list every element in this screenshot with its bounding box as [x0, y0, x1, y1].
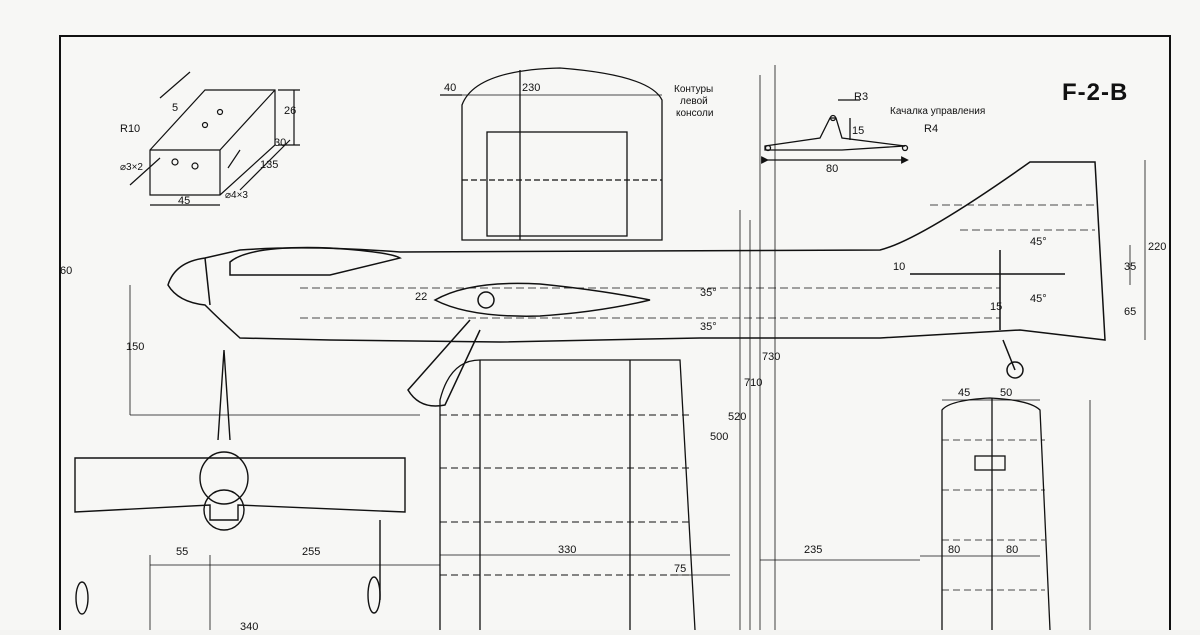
- bellcrank-lever: [761, 99, 909, 164]
- label-bellcrank: Качалка управления: [890, 106, 985, 117]
- dim-55: 55: [176, 546, 188, 558]
- angle-45-bottom: 45°: [1030, 293, 1047, 305]
- drawing-title: F-2-B: [1062, 79, 1128, 106]
- dim-5: 5: [172, 102, 178, 114]
- dim-710: 710: [744, 377, 762, 389]
- label-r4: R4: [924, 123, 938, 135]
- wing-dims: [440, 554, 920, 576]
- dim-26: 26: [284, 105, 296, 117]
- front-view-dims: [149, 555, 441, 630]
- dim-15-lever: 15: [852, 125, 864, 137]
- dim-15-tail: 15: [990, 301, 1002, 313]
- dim-60: 60: [60, 265, 72, 277]
- dim-10: 10: [893, 261, 905, 273]
- label-r3: R3: [854, 91, 868, 103]
- wing-plan-view: [439, 359, 696, 631]
- dim-80-tail-left: 80: [948, 544, 960, 556]
- dim-22: 22: [415, 291, 427, 303]
- label-wing-outline-2: левой: [680, 96, 708, 107]
- dim-330: 330: [558, 544, 576, 556]
- dim-220: 220: [1148, 241, 1166, 253]
- dim-hole-b: ⌀4×3: [225, 190, 248, 201]
- dim-45-tail: 45: [958, 387, 970, 399]
- fuselage-side-view: [167, 161, 1106, 407]
- dim-75: 75: [674, 563, 686, 575]
- angle-35-bottom: 35°: [700, 321, 717, 333]
- dim-hole-a: ⌀3×2: [120, 162, 143, 173]
- fuselage-hidden-lines: [300, 204, 1095, 319]
- wing-ribs: [440, 414, 690, 576]
- dim-255: 255: [302, 546, 320, 558]
- tail-plan-view: [941, 397, 1051, 631]
- dim-80-tail-right: 80: [1006, 544, 1018, 556]
- dim-45-block: 45: [178, 195, 190, 207]
- tail-ribs: [942, 439, 1045, 591]
- angle-35-top: 35°: [700, 287, 717, 299]
- dim-65: 65: [1124, 306, 1136, 318]
- wing-tip-outline: [440, 67, 663, 241]
- dim-30: 30: [274, 137, 286, 149]
- dim-50: 50: [1000, 387, 1012, 399]
- label-wing-outline-1: Контуры: [674, 84, 713, 95]
- dim-730: 730: [762, 351, 780, 363]
- label-r10: R10: [120, 123, 140, 135]
- dim-80-lever: 80: [826, 163, 838, 175]
- front-view: [74, 349, 406, 615]
- dim-40: 40: [444, 82, 456, 94]
- dim-340: 340: [240, 621, 258, 630]
- dim-135: 135: [260, 159, 278, 171]
- bellcrank-block-detail: [129, 71, 300, 206]
- angle-45-top: 45°: [1030, 236, 1047, 248]
- fuselage-dim-lines: [129, 65, 1146, 630]
- label-wing-outline-3: консоли: [676, 108, 713, 119]
- dim-235: 235: [804, 544, 822, 556]
- dim-520: 520: [728, 411, 746, 423]
- dim-230: 230: [522, 82, 540, 94]
- dim-35: 35: [1124, 261, 1136, 273]
- dim-150: 150: [126, 341, 144, 353]
- sheet-frame: [59, 35, 1171, 635]
- tail-dims: [920, 399, 1091, 630]
- dim-500: 500: [710, 431, 728, 443]
